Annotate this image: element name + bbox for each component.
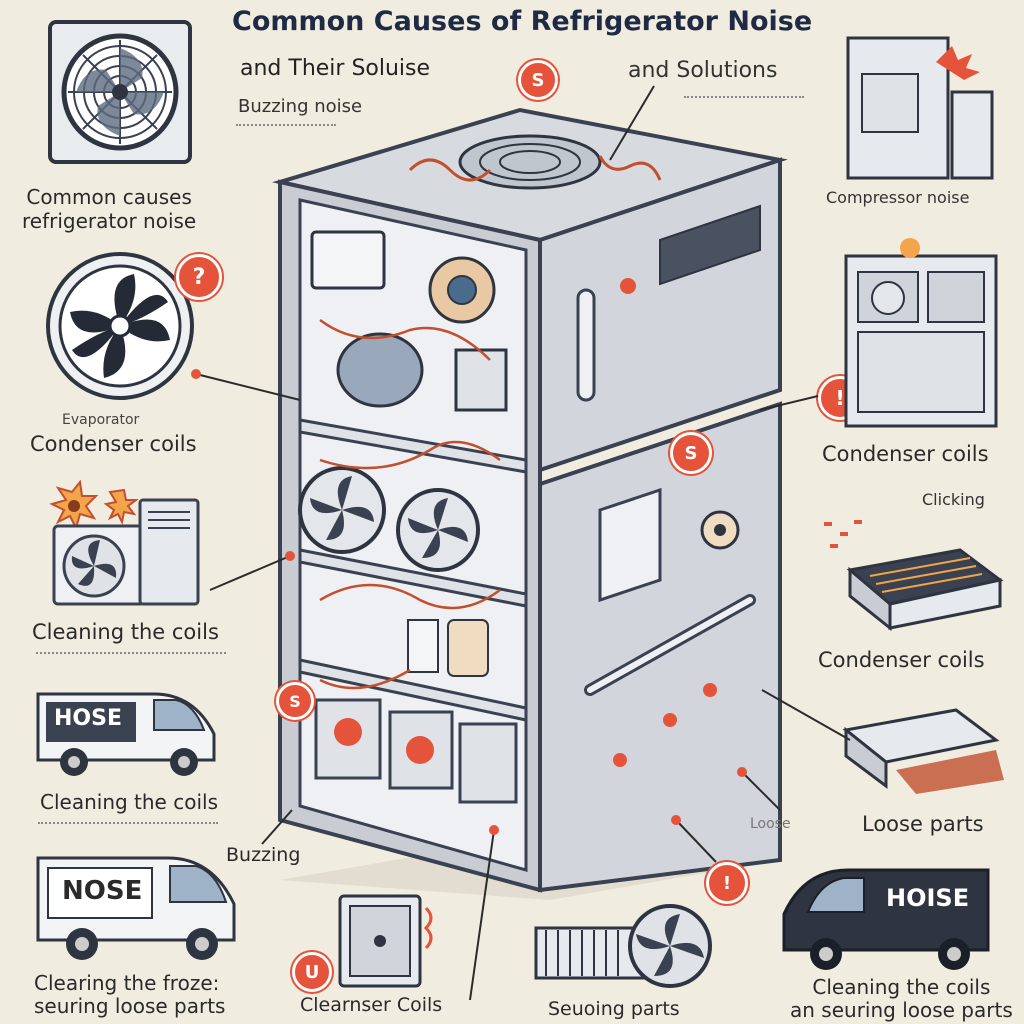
condenser-tray-icon — [824, 520, 1004, 632]
dotted-line-right — [684, 96, 804, 98]
alert-badge-bottom-right: ! — [706, 862, 748, 904]
condenser-coils-label-right-2: Condenser coils — [818, 648, 985, 672]
page-subtitle: and Their Soluise — [240, 56, 431, 81]
dotted-divider — [36, 652, 226, 654]
clicking-label: Clicking — [922, 490, 985, 509]
vent-fan-icon — [48, 20, 192, 164]
fan-blade-icon — [46, 252, 194, 400]
filter-panel-icon — [338, 894, 433, 988]
alert-badge-top: S — [518, 60, 558, 100]
cleaning-coils-label-1: Cleaning the coils — [32, 620, 219, 644]
refrigerator-illustration — [272, 107, 788, 900]
bottom-right-label: Cleaning the coils an seuring loose part… — [790, 975, 1013, 1022]
buzzing-bottom-label: Buzzing — [226, 844, 301, 866]
condenser-coils-label-right-1: Condenser coils — [822, 442, 989, 466]
van-text-right-bottom: HOISE — [886, 884, 970, 912]
common-causes-label: Common causes refrigerator noise — [22, 185, 197, 233]
loose-small-label: Loose — [750, 816, 791, 832]
alert-badge-left: ? — [176, 254, 222, 300]
van-icon-right-bottom — [782, 868, 990, 970]
bottom-left-label: Clearing the froze: seuring loose parts — [34, 971, 226, 1018]
cleaning-coils-label-2: Cleaning the coils — [40, 790, 218, 814]
bottom-mid-label: Clearnser Coils — [300, 994, 443, 1016]
loose-parts-label: Loose parts — [862, 812, 984, 836]
loose-parts-icon — [842, 708, 1004, 794]
alert-badge-lower: S — [276, 682, 314, 720]
dotted-line-buzzing — [236, 124, 336, 126]
alert-badge-bottom: U — [292, 952, 332, 992]
condenser-coils-label-left: Condenser coils — [30, 432, 197, 456]
condenser-unit-icon — [49, 480, 200, 606]
compressor-noise-label: Compressor noise — [826, 188, 970, 207]
van-text-left-top: HOSE — [54, 706, 122, 731]
alert-badge-mid: S — [670, 432, 712, 474]
mini-fridge-icon — [846, 36, 994, 180]
buzzing-noise-label: Buzzing noise — [238, 96, 363, 117]
page-title: Common Causes of Refrigerator Noise — [232, 6, 813, 37]
dotted-divider-2 — [38, 822, 218, 824]
van-text-left-bottom: NOSE — [62, 876, 143, 906]
evaporator-small-label: Evaporator — [62, 412, 140, 428]
van-icon-left-top — [36, 692, 216, 776]
appliance-open-icon — [844, 238, 998, 428]
van-icon-left-bottom — [36, 856, 236, 960]
coil-fan-icon — [534, 904, 712, 988]
subtitle-right: and Solutions — [628, 58, 778, 83]
bottom-mid-right-label: Seuoing parts — [548, 998, 680, 1020]
